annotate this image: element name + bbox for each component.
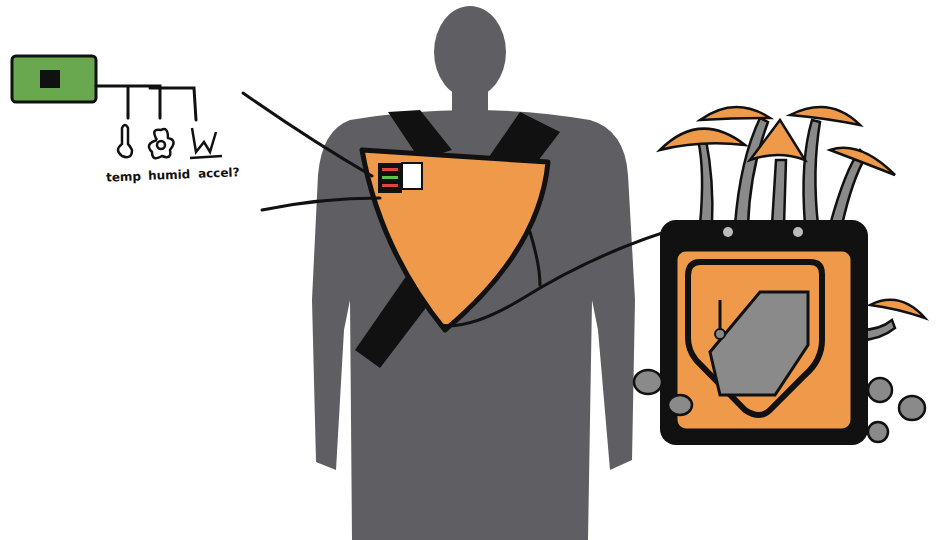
sensor-icons xyxy=(118,125,222,158)
person-silhouette xyxy=(312,6,635,540)
sensor-board xyxy=(12,56,196,120)
backpack xyxy=(634,107,925,445)
leader-lines xyxy=(243,93,688,326)
sensor-label: accel? xyxy=(198,165,240,180)
sensor-label: humid xyxy=(148,167,191,182)
sensor-label: temp xyxy=(106,169,141,184)
chest-sling xyxy=(355,110,560,368)
